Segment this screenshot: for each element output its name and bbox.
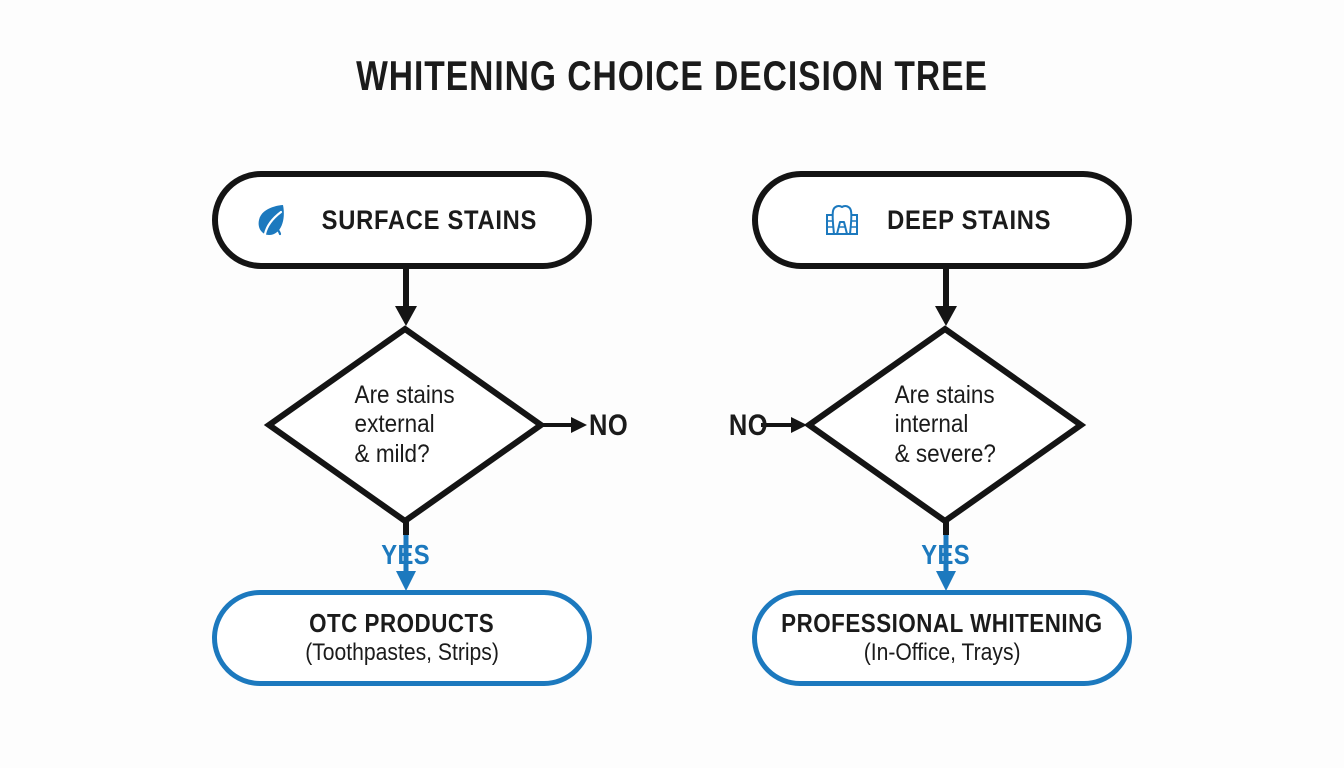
node-otc-products-title: OTC PRODUCTS bbox=[309, 607, 495, 638]
node-otc-products[interactable]: OTC PRODUCTS (Toothpastes, Strips) bbox=[212, 590, 592, 686]
leaf-icon bbox=[258, 205, 284, 236]
branch-label-deep-no: NO bbox=[728, 409, 768, 442]
branch-label-surface-yes: YES bbox=[381, 539, 430, 570]
connector-deep-to-decision bbox=[935, 266, 957, 326]
connector-deep-no bbox=[761, 417, 807, 433]
decision-surface-diamond[interactable]: Are stains external & mild? bbox=[263, 323, 547, 527]
connector-surface-no bbox=[541, 417, 587, 433]
node-professional-whitening-subtitle: (In-Office, Trays) bbox=[863, 638, 1021, 666]
node-deep-stains-content: DEEP STAINS bbox=[822, 200, 1062, 240]
page-title: WHITENING CHOICE DECISION TREE bbox=[356, 52, 988, 99]
tooth-icon bbox=[825, 205, 858, 235]
diamond-shape bbox=[263, 325, 547, 525]
node-deep-stains[interactable]: DEEP STAINS bbox=[752, 171, 1132, 269]
node-deep-stains-label: DEEP STAINS bbox=[887, 204, 1051, 235]
node-surface-stains[interactable]: SURFACE STAINS bbox=[212, 171, 592, 269]
node-otc-products-subtitle: (Toothpastes, Strips) bbox=[305, 638, 499, 666]
branch-label-deep-yes: YES bbox=[921, 539, 970, 570]
node-surface-stains-label: SURFACE STAINS bbox=[321, 204, 537, 235]
node-professional-whitening[interactable]: PROFESSIONAL WHITENING (In-Office, Trays… bbox=[752, 590, 1132, 686]
branch-label-surface-no: NO bbox=[589, 409, 629, 442]
node-professional-whitening-title: PROFESSIONAL WHITENING bbox=[781, 607, 1103, 638]
diamond-shape bbox=[803, 325, 1087, 525]
decision-deep-diamond[interactable]: Are stains internal & severe? bbox=[803, 323, 1087, 527]
connector-surface-to-decision bbox=[395, 266, 417, 326]
node-surface-stains-content: SURFACE STAINS bbox=[253, 200, 552, 240]
